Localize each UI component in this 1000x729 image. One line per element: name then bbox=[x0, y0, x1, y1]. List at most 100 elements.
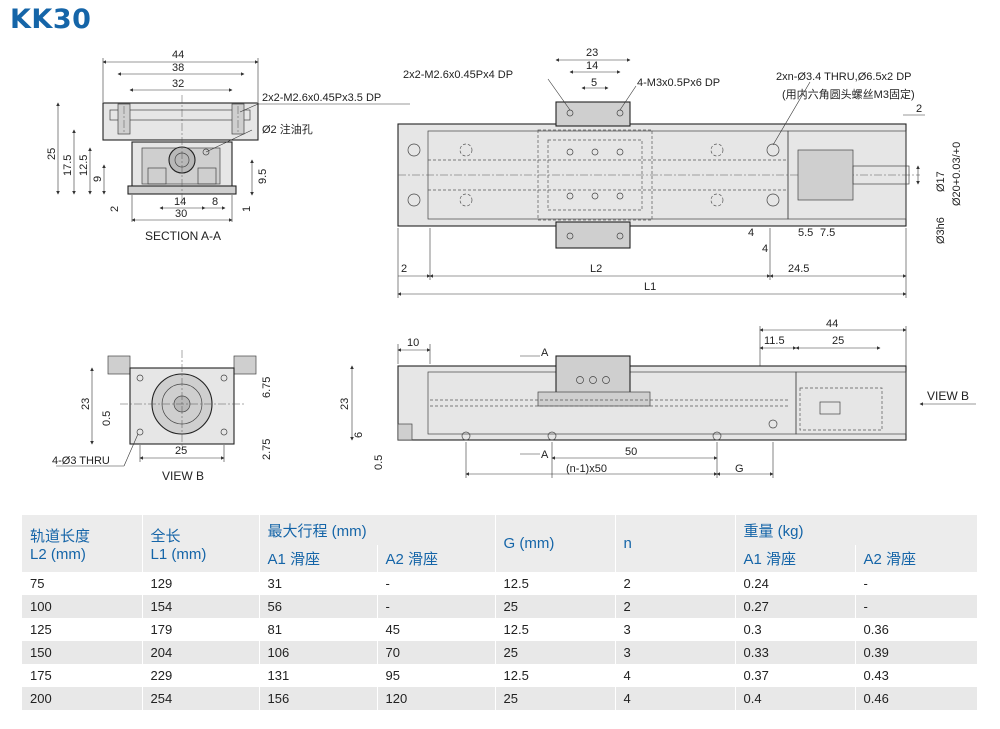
table-cell: 3 bbox=[614, 618, 735, 641]
header-rail-length: 轨道长度 L2 (mm) bbox=[22, 515, 142, 572]
callout-label: 2x2-M2.6x0.45Px3.5 DP bbox=[262, 92, 381, 104]
table-cell: 0.39 bbox=[854, 641, 977, 664]
dim-label: 23 bbox=[80, 398, 92, 410]
table-cell: 254 bbox=[141, 687, 259, 710]
table-cell: 70 bbox=[376, 641, 495, 664]
view-b-label: VIEW B bbox=[927, 389, 969, 403]
header-g: G (mm) bbox=[494, 515, 615, 572]
table-cell: 200 bbox=[22, 687, 142, 710]
callout-label: (用内六角圆头螺丝M3固定) bbox=[782, 87, 915, 101]
side-view: 10 44 11.5 25 23 6 0.5 A A 50 (n-1)x50 G… bbox=[339, 318, 976, 478]
header-rail-length-label: 轨道长度 bbox=[30, 527, 91, 545]
table-cell: 0.36 bbox=[854, 618, 977, 641]
page-title: KK30 bbox=[10, 4, 92, 35]
header-max-stroke: 最大行程 (mm) bbox=[258, 515, 495, 545]
table-cell: 0.33 bbox=[734, 641, 855, 664]
table-cell: 25 bbox=[494, 595, 615, 618]
table-cell: 0.43 bbox=[854, 664, 977, 687]
callout-label: Ø2 注油孔 bbox=[262, 122, 313, 136]
table-cell: 12.5 bbox=[494, 664, 615, 687]
header-a1-slider: A1 滑座 bbox=[258, 545, 377, 572]
table-cell: 0.27 bbox=[734, 595, 855, 618]
table-cell: 25 bbox=[494, 687, 615, 710]
table-cell: 31 bbox=[258, 572, 377, 595]
table-cell: 0.46 bbox=[854, 687, 977, 710]
dim-label: Ø3h6 bbox=[935, 217, 947, 244]
header-weight-a1: A1 滑座 bbox=[734, 545, 855, 572]
table-cell: - bbox=[376, 595, 495, 618]
header-weight: 重量 (kg) bbox=[734, 515, 977, 545]
technical-drawing: 44 38 32 25 17.5 12.5 9 2 14 8 30 1 9.5 … bbox=[46, 47, 976, 483]
dim-label: 23 bbox=[586, 47, 598, 59]
dim-label: 14 bbox=[174, 196, 186, 208]
table-cell: 95 bbox=[376, 664, 495, 687]
dim-label: 38 bbox=[172, 62, 184, 74]
table-cell: 229 bbox=[141, 664, 259, 687]
table-cell: 129 bbox=[141, 572, 259, 595]
dim-label: 25 bbox=[46, 148, 58, 160]
header-rail-length-unit: L2 (mm) bbox=[30, 545, 86, 563]
dim-label: 30 bbox=[175, 208, 187, 220]
dim-label: 12.5 bbox=[78, 155, 90, 176]
table-cell: 3 bbox=[614, 641, 735, 664]
table-cell: - bbox=[376, 572, 495, 595]
dim-label: 2 bbox=[401, 263, 407, 275]
table-cell: 179 bbox=[141, 618, 259, 641]
table-cell: 175 bbox=[22, 664, 142, 687]
table-cell: 0.24 bbox=[734, 572, 855, 595]
header-total-length-unit: L1 (mm) bbox=[150, 545, 207, 563]
specification-table: 轨道长度 L2 (mm) 全长 L1 (mm) 最大行程 (mm) G (mm)… bbox=[22, 515, 977, 710]
header-total-length: 全长 L1 (mm) bbox=[141, 515, 259, 572]
dim-label: Ø17 bbox=[935, 171, 947, 192]
table-cell: 154 bbox=[141, 595, 259, 618]
table-cell: 0.37 bbox=[734, 664, 855, 687]
table-cell: 12.5 bbox=[494, 572, 615, 595]
header-weight-a2: A2 滑座 bbox=[854, 545, 977, 572]
dim-label: 1 bbox=[241, 206, 253, 212]
table-cell: 204 bbox=[141, 641, 259, 664]
view-b: 23 0.5 6.75 25 2.75 4-Ø3 THRU VIEW B bbox=[52, 350, 273, 483]
table-cell: 156 bbox=[258, 687, 377, 710]
dim-label: 25 bbox=[832, 335, 844, 347]
table-cell: 106 bbox=[258, 641, 377, 664]
table-cell: 4 bbox=[614, 687, 735, 710]
table-row: 200 254 156 120 25 4 0.4 0.46 bbox=[22, 687, 977, 710]
callout-label: 2x2-M2.6x0.45Px4 DP bbox=[403, 69, 513, 81]
table-cell: - bbox=[854, 572, 977, 595]
dim-label: 14 bbox=[586, 60, 598, 72]
table-cell: 12.5 bbox=[494, 618, 615, 641]
dim-label: 8 bbox=[212, 196, 218, 208]
table-cell: 4 bbox=[614, 664, 735, 687]
dim-label: L2 bbox=[590, 263, 602, 275]
table-cell: 131 bbox=[258, 664, 377, 687]
dim-label: 23 bbox=[339, 398, 351, 410]
table-cell: 75 bbox=[22, 572, 142, 595]
table-row: 150 204 106 70 25 3 0.33 0.39 bbox=[22, 641, 977, 664]
table-row: 175 229 131 95 12.5 4 0.37 0.43 bbox=[22, 664, 977, 687]
dim-label: 50 bbox=[625, 446, 637, 458]
dim-label: 25 bbox=[175, 445, 187, 457]
table-row: 125 179 81 45 12.5 3 0.3 0.36 bbox=[22, 618, 977, 641]
dim-label: 2.75 bbox=[261, 439, 273, 460]
section-mark: A bbox=[541, 449, 549, 461]
header-a2-slider: A2 滑座 bbox=[376, 545, 495, 572]
table-cell: - bbox=[854, 595, 977, 618]
dim-label: 44 bbox=[826, 318, 838, 330]
dim-label: 10 bbox=[407, 337, 419, 349]
table-row: 100 154 56 - 25 2 0.27 - bbox=[22, 595, 977, 618]
dim-label: 7.5 bbox=[820, 227, 835, 239]
dim-label: 9 bbox=[92, 176, 104, 182]
table-cell: 125 bbox=[22, 618, 142, 641]
dim-label: 24.5 bbox=[788, 263, 809, 275]
section-aa-caption: SECTION A-A bbox=[145, 229, 221, 243]
table-cell: 81 bbox=[258, 618, 377, 641]
table-cell: 2 bbox=[614, 595, 735, 618]
dim-label: L1 bbox=[644, 281, 656, 293]
dim-label: 5 bbox=[591, 77, 597, 89]
callout-label: 4-Ø3 THRU bbox=[52, 455, 110, 467]
dim-label: 17.5 bbox=[62, 155, 74, 176]
table-cell: 150 bbox=[22, 641, 142, 664]
dim-label: 9.5 bbox=[257, 169, 269, 184]
table-cell: 56 bbox=[258, 595, 377, 618]
dim-label: (n-1)x50 bbox=[566, 463, 607, 475]
